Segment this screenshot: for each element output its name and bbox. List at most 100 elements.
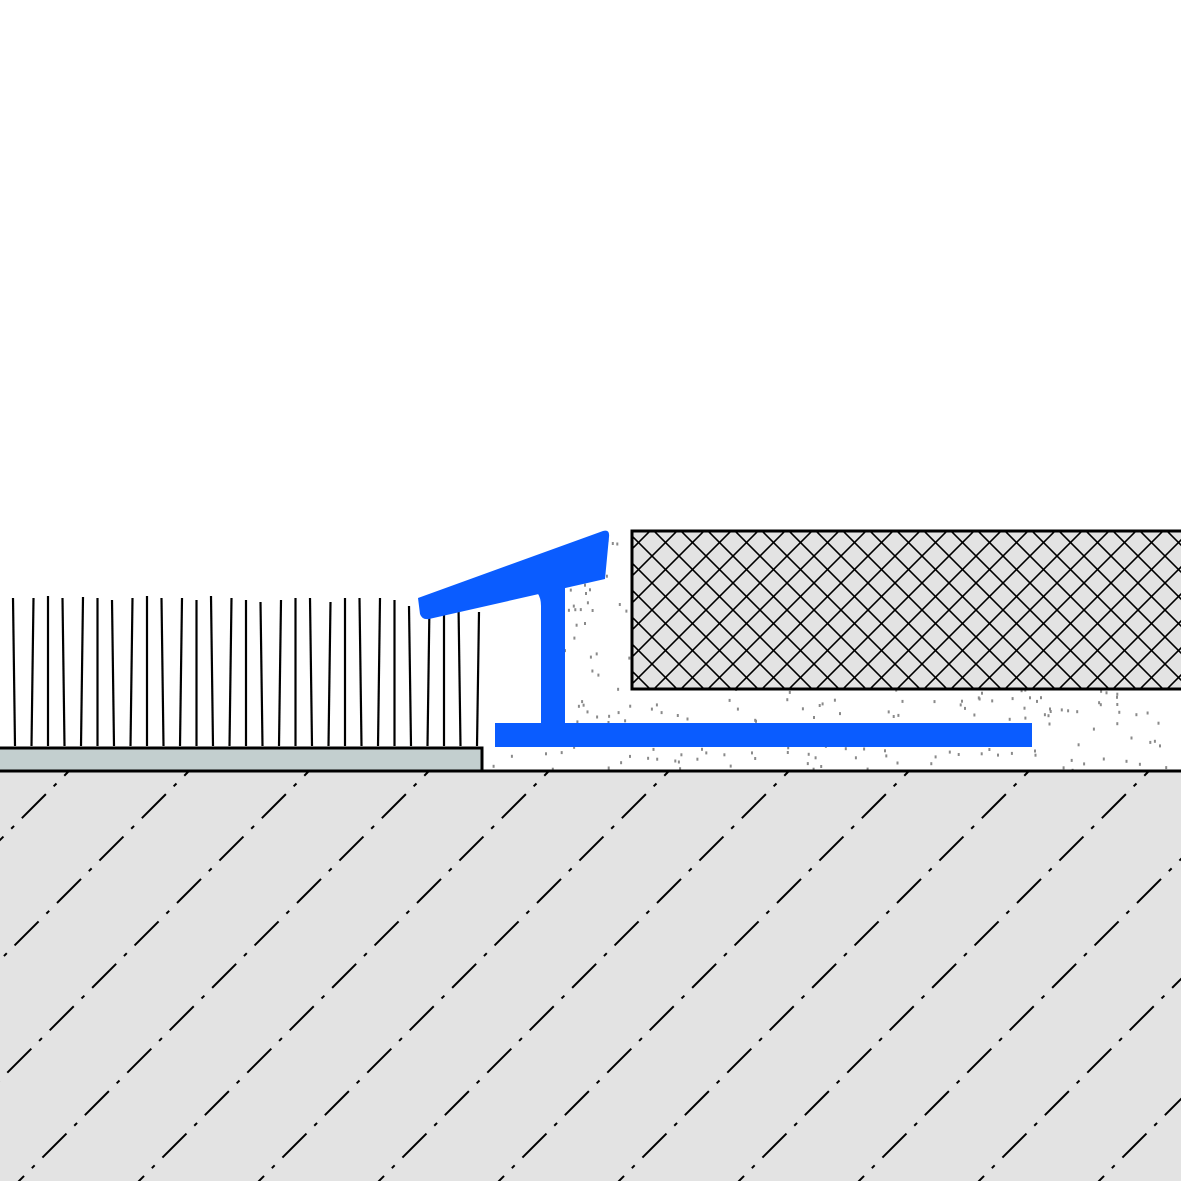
adhesive-speckle — [589, 588, 591, 592]
adhesive-speckle — [577, 704, 580, 708]
adhesive-speckle — [1098, 701, 1101, 705]
adhesive-speckle — [854, 756, 857, 760]
adhesive-speckle — [572, 604, 575, 608]
tile-hatch-line — [1138, 531, 1181, 574]
adhesive-speckle — [844, 747, 847, 751]
substrate-hatch-line — [257, 771, 671, 1181]
adhesive-speckle — [696, 757, 699, 761]
adhesive-speckle — [1116, 695, 1118, 699]
tile-hatch-line — [632, 531, 679, 578]
substrate-hatch-line — [497, 771, 911, 1181]
tile-hatch-line — [632, 531, 706, 605]
adhesive-speckle — [1083, 762, 1086, 766]
adhesive-speckle — [1157, 721, 1160, 725]
adhesive-speckle — [611, 542, 614, 545]
carpet-fibre — [475, 611, 481, 747]
adhesive-speckle — [981, 691, 983, 695]
carpet — [0, 595, 484, 773]
substrate-hatch-line — [137, 771, 551, 1181]
adhesive-speckle — [1105, 691, 1108, 695]
tile-hatch-line — [976, 531, 1138, 689]
adhesive-speckle — [813, 716, 815, 719]
tile-hatch-line — [760, 531, 922, 689]
adhesive-speckle — [620, 761, 623, 765]
adhesive-speckle — [1049, 710, 1052, 713]
adhesive-speckle — [680, 753, 683, 757]
adhesive-speckle — [807, 752, 810, 756]
tile-hatch-line — [1003, 531, 1165, 689]
adhesive-speckle — [812, 767, 815, 771]
adhesive-speckle — [1040, 696, 1042, 700]
adhesive-speckle — [575, 623, 578, 627]
adhesive-speckle — [647, 756, 650, 760]
adhesive-speckle — [586, 601, 589, 605]
adhesive-speckle — [964, 706, 966, 710]
adhesive-speckle — [560, 751, 563, 755]
adhesive-speckle — [1034, 749, 1036, 753]
carpet-fibres — [11, 595, 481, 747]
tile-hatch-line — [632, 534, 787, 689]
adhesive-speckle — [624, 719, 627, 723]
adhesive-speckle — [1070, 758, 1073, 762]
adhesive-speckle — [584, 622, 586, 625]
adhesive-speckle — [686, 717, 689, 721]
adhesive-speckle — [1011, 697, 1014, 701]
adhesive-speckle — [1049, 707, 1051, 711]
carpet-fibre — [426, 603, 431, 747]
adhesive-speckle — [616, 542, 619, 546]
tile-hatch-line — [652, 531, 814, 689]
adhesive-speckle — [892, 715, 895, 718]
adhesive-speckle — [821, 702, 824, 706]
carpet-fibre — [178, 597, 184, 747]
adhesive-speckle — [1043, 713, 1046, 717]
adhesive-speckle — [1010, 751, 1013, 755]
adhesive-speckle — [897, 713, 900, 717]
carpet-fibre — [277, 599, 283, 747]
adhesive-speckle — [617, 711, 620, 715]
tile-hatch-line — [922, 531, 1084, 689]
adhesive-speckle — [729, 764, 732, 768]
adhesive-speckle — [585, 592, 587, 595]
substrate-hatch-line — [1097, 1097, 1181, 1181]
adhesive-speckle — [576, 720, 579, 724]
carpet-fibre — [160, 597, 165, 747]
tile-hatch-line — [1138, 646, 1181, 689]
adhesive-speckle — [1159, 744, 1161, 748]
profile-base-flange — [495, 723, 1032, 747]
carpet-fibre — [11, 597, 17, 747]
adhesive-speckle — [786, 698, 789, 702]
adhesive-speckle — [1138, 762, 1141, 766]
adhesive-speckle — [1149, 740, 1152, 744]
carpet-fibre — [376, 597, 382, 747]
adhesive-speckle — [884, 749, 886, 753]
adhesive-speckle — [605, 574, 608, 578]
adhesive-speckle — [948, 750, 951, 754]
adhesive-speckle — [652, 747, 655, 751]
adhesive-speckle — [1023, 706, 1026, 710]
substrate-hatch-line — [857, 857, 1181, 1181]
adhesive-speckle — [618, 603, 621, 606]
adhesive-speckle — [628, 656, 631, 660]
carpet-fibre — [457, 604, 462, 747]
adhesive-speckle — [1116, 692, 1119, 696]
adhesive-speckle — [933, 700, 936, 704]
adhesive-speckle — [1047, 714, 1050, 718]
adhesive-speckle — [597, 673, 600, 677]
adhesive-speckle — [863, 747, 866, 751]
substrate — [0, 771, 1181, 1181]
tile-hatch-line — [1111, 531, 1181, 601]
adhesive-speckle — [991, 699, 994, 703]
carpet-fibre — [327, 601, 332, 747]
tile-hatch-line — [632, 588, 733, 689]
adhesive-speckle — [591, 609, 594, 612]
tile-hatch-line — [733, 531, 895, 689]
carpet-fibre — [61, 597, 66, 747]
adhesive-speckle — [1153, 739, 1156, 743]
adhesive-speckle — [1020, 689, 1023, 693]
tile-hatch-line — [868, 531, 1030, 689]
carpet-fibre — [79, 596, 85, 747]
tile-hatch-line — [1030, 531, 1181, 682]
adhesive-speckle — [1092, 727, 1095, 731]
adhesive-speckle — [655, 703, 658, 707]
adhesive-speckle — [679, 767, 682, 771]
